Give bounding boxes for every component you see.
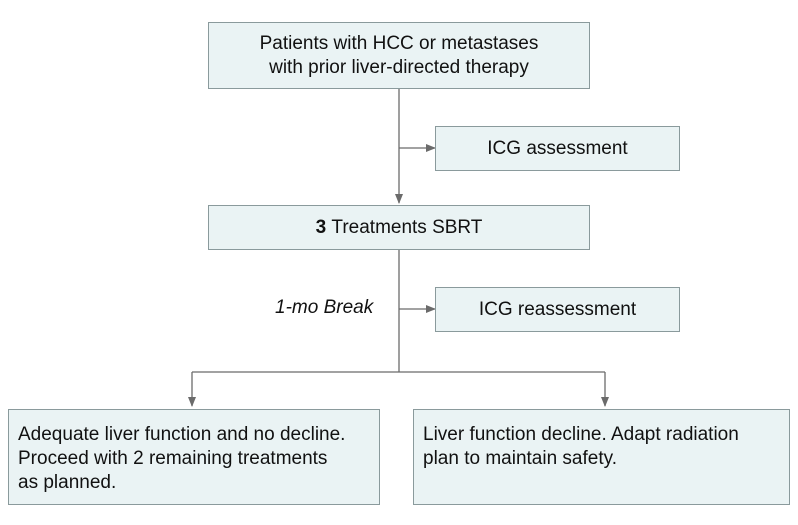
icg-assessment-box: ICG assessment: [435, 126, 680, 171]
left-line-2: Proceed with 2 remaining treatments: [18, 448, 328, 469]
break-label: 1-mo Break: [275, 297, 374, 318]
function-decline-box: Liver function decline. Adapt radiation …: [413, 409, 790, 505]
treatment-text: Treatments SBRT: [331, 216, 483, 238]
treatments-label: 3 Treatments SBRT: [316, 216, 483, 240]
left-line-3: as planned.: [18, 472, 117, 493]
start-line-2: with prior liver-directed therapy: [269, 56, 529, 78]
left-line-1: Adequate liver function and no decline.: [18, 424, 346, 445]
right-line-1: Liver function decline. Adapt radiation: [423, 424, 739, 445]
start-line-1: Patients with HCC or metastases: [259, 32, 539, 54]
treatments-box: 3 Treatments SBRT: [208, 205, 590, 250]
right-line-2: plan to maintain safety.: [423, 448, 617, 469]
icg-reassessment-box: ICG reassessment: [435, 287, 680, 332]
treatment-count: 3: [315, 216, 327, 238]
icg-assessment-label: ICG assessment: [487, 137, 628, 159]
start-box: Patients with HCC or metastases with pri…: [208, 22, 590, 89]
icg-reassessment-label: ICG reassessment: [478, 298, 637, 320]
adequate-function-box: Adequate liver function and no decline. …: [8, 409, 380, 505]
